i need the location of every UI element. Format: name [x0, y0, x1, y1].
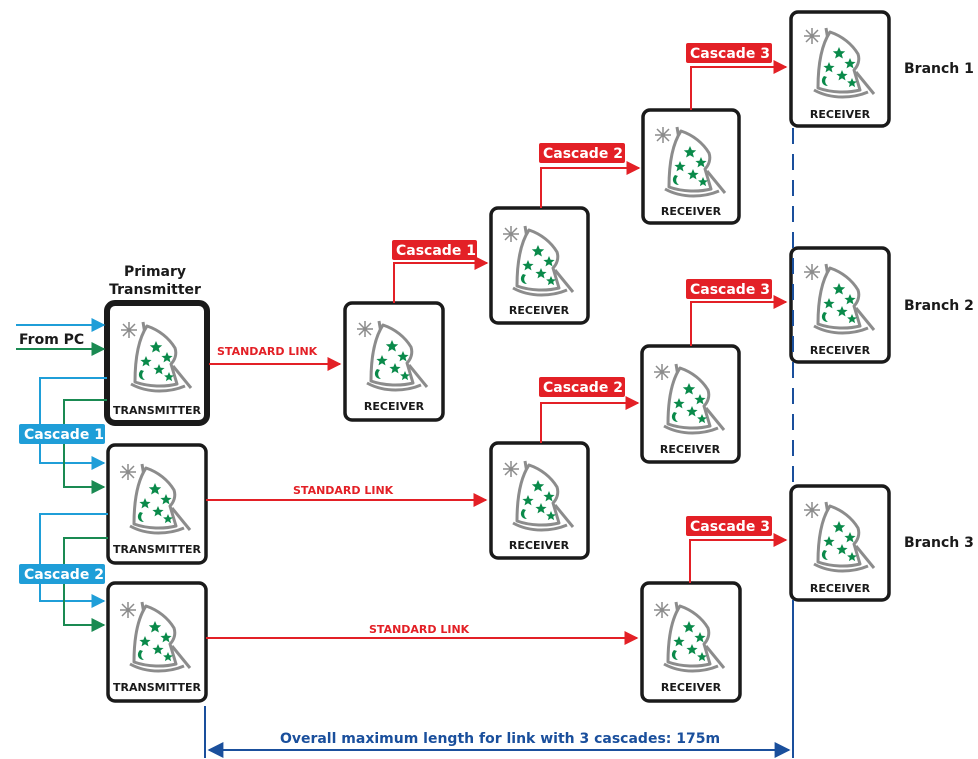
svg-text:STANDARD LINK: STANDARD LINK	[217, 345, 318, 358]
overall-length-label: Overall maximum length for link with 3 c…	[280, 731, 720, 747]
svg-text:STANDARD LINK: STANDARD LINK	[293, 484, 394, 497]
cascade-link-b2	[540, 396, 640, 443]
receiver-a3: RECEIVER	[641, 108, 741, 225]
transmitter-3: TRANSMITTER	[106, 581, 208, 703]
cascade-3-tag-c: Cascade 3	[686, 516, 772, 536]
cascade-link-a2	[540, 161, 641, 208]
receiver-branch-3: RECEIVER	[789, 484, 891, 602]
svg-text:Cascade 2: Cascade 2	[543, 380, 623, 396]
device-label: RECEIVER	[509, 304, 570, 317]
branch-1-label: Branch 1	[904, 61, 974, 77]
device-label: RECEIVER	[364, 400, 425, 413]
cascade-2-tag-b: Cascade 2	[539, 377, 625, 397]
standard-link-2: STANDARD LINK	[206, 484, 488, 507]
device-label: TRANSMITTER	[113, 543, 201, 556]
cascade-1-tag: Cascade 1	[392, 240, 477, 260]
branch-2-label: Branch 2	[904, 298, 974, 314]
svg-text:STANDARD LINK: STANDARD LINK	[369, 623, 470, 636]
cascade-3-tag-b: Cascade 3	[686, 279, 772, 299]
svg-text:Cascade 3: Cascade 3	[690, 46, 770, 62]
transmitter-2: TRANSMITTER	[106, 443, 208, 565]
cascade-2-tag-a: Cascade 2	[539, 143, 625, 163]
receiver-branch-1: RECEIVER	[789, 10, 891, 128]
svg-text:Cascade 2: Cascade 2	[543, 146, 623, 162]
primary-title-line1: Primary	[124, 264, 186, 280]
standard-link-1: STANDARD LINK	[209, 345, 342, 371]
svg-text:Cascade 3: Cascade 3	[690, 282, 770, 298]
receiver-b1: RECEIVER	[489, 441, 590, 560]
device-label: RECEIVER	[661, 681, 722, 694]
device-label: TRANSMITTER	[113, 404, 201, 417]
standard-link-3: STANDARD LINK	[206, 623, 639, 645]
primary-title-line2: Transmitter	[109, 282, 201, 298]
svg-text:Cascade 2: Cascade 2	[24, 567, 104, 583]
primary-transmitter: TRANSMITTER	[104, 300, 210, 426]
measurement-guides	[204, 128, 794, 758]
from-pc-label: From PC	[19, 332, 84, 348]
cascade-link-a3	[690, 60, 788, 110]
receiver-branch-2: RECEIVER	[789, 246, 891, 364]
cascade-link-b3	[690, 295, 788, 346]
device-label: RECEIVER	[810, 108, 871, 121]
receiver-b2: RECEIVER	[640, 344, 741, 464]
svg-text:Cascade 1: Cascade 1	[396, 243, 476, 259]
cascade-link-a1	[393, 256, 489, 303]
cascade-1-input-tag: Cascade 1	[19, 424, 105, 444]
receiver-c1: RECEIVER	[640, 581, 742, 703]
svg-text:Cascade 1: Cascade 1	[24, 427, 104, 443]
pc-input-lines	[16, 318, 106, 356]
device-label: TRANSMITTER	[113, 681, 201, 694]
svg-text:Cascade 3: Cascade 3	[690, 519, 770, 535]
device-label: RECEIVER	[660, 443, 721, 456]
cascade-2-input-tag: Cascade 2	[19, 564, 105, 584]
cascade-3-tag-a: Cascade 3	[686, 43, 772, 63]
branch-3-label: Branch 3	[904, 535, 974, 551]
device-label: RECEIVER	[810, 582, 871, 595]
device-label: RECEIVER	[810, 344, 871, 357]
device-label: RECEIVER	[509, 539, 570, 552]
cascade-link-c3	[689, 533, 788, 583]
receiver-a1: RECEIVER	[343, 301, 445, 422]
device-label: RECEIVER	[661, 205, 722, 218]
receiver-a2: RECEIVER	[489, 206, 590, 325]
